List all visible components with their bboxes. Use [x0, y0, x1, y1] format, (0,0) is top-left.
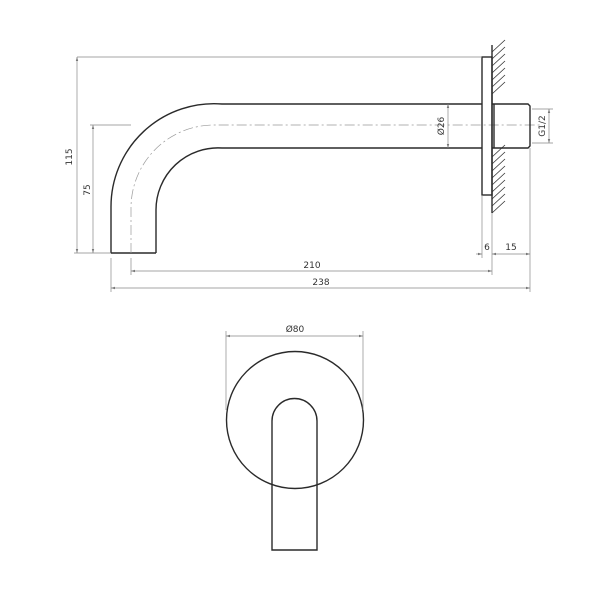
- centerline: [130, 124, 540, 253]
- hatch-line: [491, 81, 506, 95]
- hatch-line: [491, 158, 506, 172]
- dim-pipe-diameter: Ø26: [436, 116, 447, 135]
- hatch-line: [491, 74, 506, 88]
- hatch-line: [491, 39, 506, 53]
- hatch-line: [491, 193, 506, 207]
- hatch-line: [491, 60, 506, 74]
- front-view: Ø80: [225, 324, 365, 551]
- thread-stub: [492, 103, 531, 149]
- hatch-line: [491, 144, 506, 158]
- hatch-line: [491, 179, 506, 193]
- side-view: 115 75 Ø26 G1/2 6 15 210 238: [65, 39, 553, 292]
- dim-15: 15: [505, 243, 516, 253]
- flange: [481, 56, 493, 196]
- rosette: [225, 350, 365, 490]
- dim-rosette-diameter: Ø80: [286, 324, 305, 335]
- dim-thread: G1/2: [538, 115, 548, 136]
- wall-hatch: [491, 39, 506, 214]
- hatch-line: [491, 46, 506, 60]
- hatch-line: [491, 151, 506, 165]
- dim-210: 210: [303, 261, 320, 271]
- dim-75: 75: [83, 184, 93, 195]
- dim-6: 6: [484, 243, 490, 253]
- hatch-line: [491, 67, 506, 81]
- hatch-line: [491, 200, 506, 214]
- dim-115: 115: [65, 148, 75, 165]
- hatch-line: [491, 186, 506, 200]
- dim-238: 238: [312, 278, 329, 288]
- hatch-line: [491, 53, 506, 67]
- hatch-line: [491, 165, 506, 179]
- spout-outline: [110, 102, 482, 254]
- hatch-line: [491, 172, 506, 186]
- spout-front: [271, 397, 318, 551]
- dimensions: 115 75 Ø26 G1/2 6 15 210 238: [65, 56, 553, 292]
